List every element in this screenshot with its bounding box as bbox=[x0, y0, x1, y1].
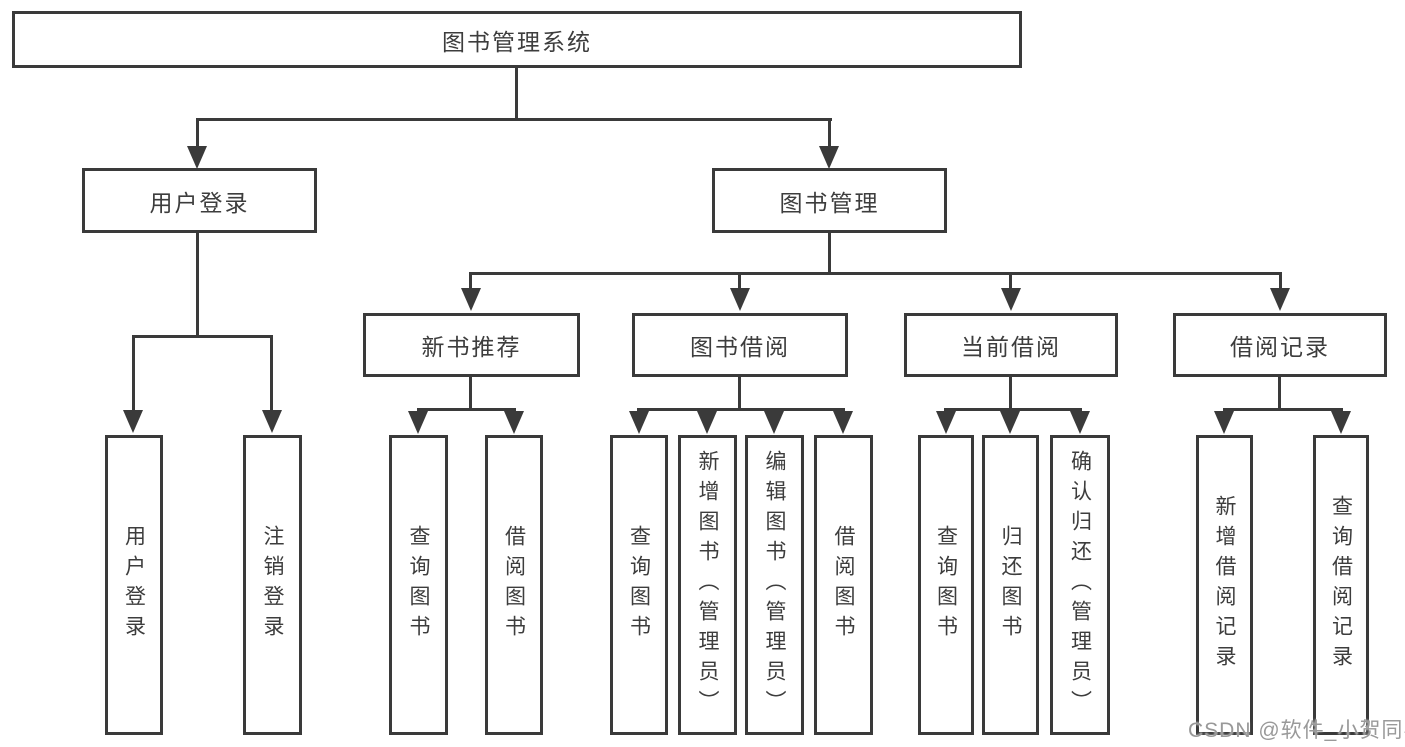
arrow-down-icon bbox=[1001, 288, 1021, 311]
leaf-confirm-return-admin: 确认归还（管理员） bbox=[1050, 435, 1110, 735]
leaf-borrow-book-1: 借阅图书 bbox=[485, 435, 543, 735]
leaf-query-borrow-record: 查询借阅记录 bbox=[1313, 435, 1369, 735]
connector-bookmgmt-stub-3 bbox=[1009, 272, 1012, 290]
arrow-down-icon bbox=[819, 146, 839, 169]
connector-newbook-hline bbox=[417, 408, 516, 411]
node-user-login: 用户登录 bbox=[82, 168, 317, 233]
connector-newbook-vline bbox=[469, 377, 472, 408]
node-book-borrow: 图书借阅 bbox=[632, 313, 848, 377]
node-library-system-label: 图书管理系统 bbox=[442, 28, 592, 55]
leaf-edit-book-admin-label: 编辑图书（管理员） bbox=[763, 450, 786, 720]
arrow-down-icon bbox=[408, 411, 428, 434]
connector-root-stub-left bbox=[196, 118, 199, 150]
connector-userlogin-stub-right bbox=[270, 335, 273, 413]
node-new-book-recommend: 新书推荐 bbox=[363, 313, 580, 377]
leaf-return-book-label: 归还图书 bbox=[999, 525, 1022, 645]
arrow-down-icon bbox=[1214, 411, 1234, 434]
arrow-down-icon bbox=[936, 411, 956, 434]
leaf-query-book-2: 查询图书 bbox=[610, 435, 668, 735]
connector-bookmgmt-stub-1 bbox=[469, 272, 472, 290]
leaf-query-book-3: 查询图书 bbox=[918, 435, 974, 735]
arrow-down-icon bbox=[1000, 411, 1020, 434]
arrow-down-icon bbox=[1331, 411, 1351, 434]
arrow-down-icon bbox=[1070, 411, 1090, 434]
arrow-down-icon bbox=[504, 411, 524, 434]
node-new-book-recommend-label: 新书推荐 bbox=[421, 334, 522, 360]
connector-root-stub-right bbox=[828, 118, 831, 150]
leaf-add-borrow-record: 新增借阅记录 bbox=[1196, 435, 1253, 735]
arrow-down-icon bbox=[187, 146, 207, 169]
connector-userlogin-hline bbox=[132, 335, 273, 338]
leaf-add-book-admin: 新增图书（管理员） bbox=[678, 435, 737, 735]
connector-bookborrow-vline bbox=[738, 377, 741, 408]
leaf-query-book-3-label: 查询图书 bbox=[934, 525, 958, 645]
arrow-down-icon bbox=[1270, 288, 1290, 311]
node-book-management: 图书管理 bbox=[712, 168, 947, 233]
connector-bookmgmt-hline bbox=[469, 272, 1282, 275]
connector-root-hline bbox=[196, 118, 832, 121]
leaf-query-book-1-label: 查询图书 bbox=[407, 525, 430, 645]
connector-bookborrow-hline bbox=[637, 408, 845, 411]
connector-bookmgmt-vline bbox=[828, 233, 831, 272]
leaf-return-book: 归还图书 bbox=[982, 435, 1039, 735]
arrow-down-icon bbox=[629, 411, 649, 434]
leaf-logout: 注销登录 bbox=[243, 435, 302, 735]
csdn-watermark: CSDN @软件_小贺同学 bbox=[1188, 719, 1405, 742]
leaf-query-book-1: 查询图书 bbox=[389, 435, 448, 735]
leaf-user-login-label: 用户登录 bbox=[122, 525, 146, 645]
leaf-user-login: 用户登录 bbox=[105, 435, 163, 735]
leaf-add-book-admin-label: 新增图书（管理员） bbox=[696, 450, 719, 720]
node-current-borrow: 当前借阅 bbox=[904, 313, 1118, 377]
node-user-login-label: 用户登录 bbox=[149, 189, 250, 216]
arrow-down-icon bbox=[262, 410, 282, 433]
connector-userlogin-stub-left bbox=[132, 335, 135, 413]
arrow-down-icon bbox=[123, 410, 143, 433]
connector-bookmgmt-stub-2 bbox=[738, 272, 741, 290]
connector-currentborrow-hline bbox=[944, 408, 1082, 411]
connector-root-vline bbox=[515, 68, 518, 118]
arrow-down-icon bbox=[461, 288, 481, 311]
leaf-borrow-book-2-label: 借阅图书 bbox=[832, 525, 855, 645]
node-library-system: 图书管理系统 bbox=[12, 11, 1022, 68]
leaf-query-borrow-record-label: 查询借阅记录 bbox=[1329, 495, 1353, 675]
connector-borrowrecord-hline bbox=[1223, 408, 1343, 411]
connector-bookmgmt-stub-4 bbox=[1279, 272, 1282, 290]
node-book-management-label: 图书管理 bbox=[779, 189, 880, 216]
node-borrow-record-label: 借阅记录 bbox=[1230, 334, 1330, 360]
arrow-down-icon bbox=[764, 411, 784, 434]
leaf-borrow-book-1-label: 借阅图书 bbox=[502, 525, 526, 645]
leaf-logout-label: 注销登录 bbox=[261, 525, 284, 645]
leaf-borrow-book-2: 借阅图书 bbox=[814, 435, 873, 735]
leaf-edit-book-admin: 编辑图书（管理员） bbox=[745, 435, 804, 735]
arrow-down-icon bbox=[697, 411, 717, 434]
connector-borrowrecord-vline bbox=[1278, 377, 1281, 408]
arrow-down-icon bbox=[730, 288, 750, 311]
arrow-down-icon bbox=[833, 411, 853, 434]
node-borrow-record: 借阅记录 bbox=[1173, 313, 1387, 377]
connector-currentborrow-vline bbox=[1009, 377, 1012, 408]
node-book-borrow-label: 图书借阅 bbox=[690, 334, 790, 360]
leaf-confirm-return-admin-label: 确认归还（管理员） bbox=[1068, 450, 1092, 720]
leaf-add-borrow-record-label: 新增借阅记录 bbox=[1213, 495, 1236, 675]
connector-userlogin-vline bbox=[196, 233, 199, 335]
node-current-borrow-label: 当前借阅 bbox=[961, 334, 1061, 360]
leaf-query-book-2-label: 查询图书 bbox=[627, 525, 651, 645]
